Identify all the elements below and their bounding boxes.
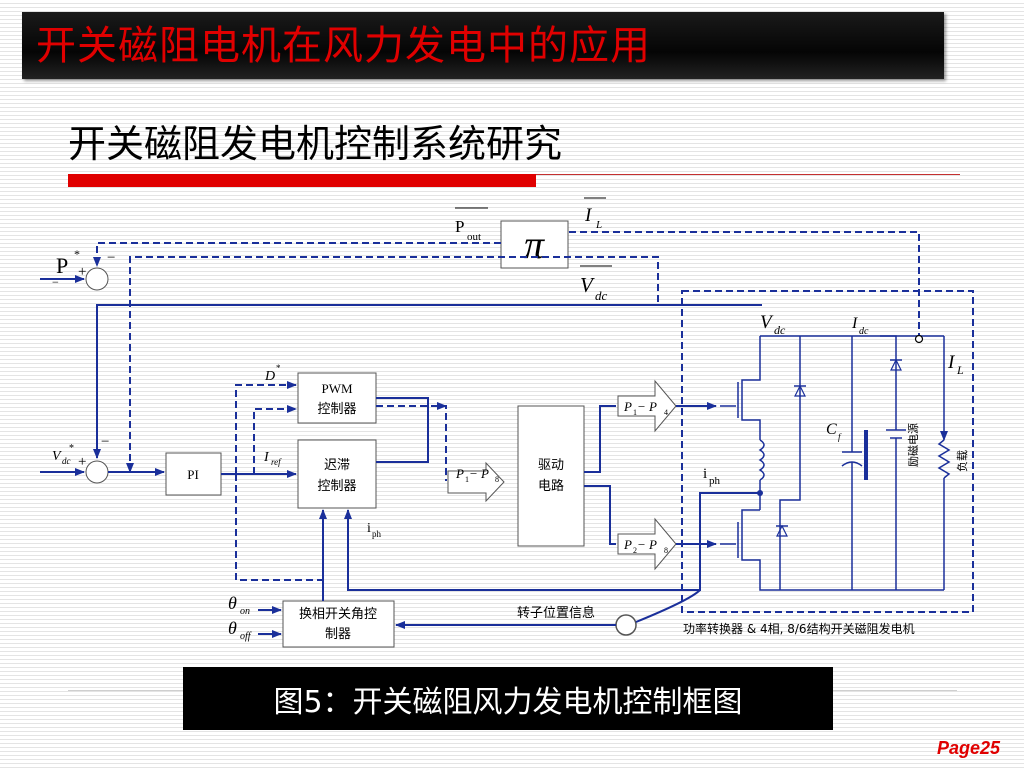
- commutation-controller-label: 制器: [325, 627, 351, 642]
- converter-frame: [681, 290, 974, 613]
- pi-symbol: π: [524, 222, 545, 267]
- d-star-label: D: [264, 369, 275, 384]
- d-star-asterisk: *: [276, 363, 281, 373]
- bottom-rule-right: [833, 690, 957, 691]
- section-heading: 开关磁阻发电机控制系统研究: [68, 122, 563, 166]
- theta-on-subscript: on: [240, 606, 250, 617]
- hysteresis-controller-label: 控制器: [317, 479, 356, 494]
- il-converter-subscript: L: [956, 363, 964, 377]
- p1p4-p: P: [623, 399, 632, 414]
- theta-off-subscript: off: [240, 631, 252, 642]
- vdc-plus-sign: +: [78, 454, 86, 470]
- commutation-label: 换相开关角控: [299, 607, 377, 622]
- p-minus-input: −: [52, 275, 59, 289]
- driver-circuit-label: 电路: [538, 478, 564, 494]
- pwm-controller-label: 控制器: [317, 402, 356, 417]
- p2p8-8: 8: [664, 546, 668, 555]
- thin-underline: [536, 174, 960, 175]
- p-minus-sign: −: [107, 250, 115, 266]
- idc-label: I: [851, 315, 858, 332]
- vdc-minus-sign: −: [101, 434, 109, 450]
- figure-caption: 图5：开关磁阻风力发电机控制框图: [273, 684, 743, 720]
- pwm-controller-block: [297, 372, 377, 424]
- power-summing-junction: [85, 267, 109, 291]
- vdc-star-subscript: dc: [62, 456, 71, 466]
- rotor-position-label: 转子位置信息: [517, 605, 595, 621]
- pwm-label: PWM: [321, 381, 353, 396]
- cf-subscript: f: [838, 432, 842, 442]
- vdc-star-label: V: [52, 449, 62, 464]
- excitation-source-label: 励磁电源: [906, 423, 920, 467]
- iref-subscript: ref: [271, 457, 282, 467]
- p2p8-p: P: [623, 537, 632, 552]
- figure-caption-box: 图5：开关磁阻风力发电机控制框图: [183, 667, 833, 730]
- p2p8-2: 2: [633, 546, 637, 555]
- hysteresis-label: 迟滞: [324, 458, 350, 473]
- vdc-converter-subscript: dc: [774, 323, 786, 337]
- p1p8-dash-p: − P: [469, 466, 489, 481]
- converter-caption: 功率转换器 & 4相, 8/6结构开关磁阻发电机: [683, 621, 915, 636]
- p1-p8-arrow: [447, 461, 505, 503]
- p-plus-sign: +: [78, 264, 86, 280]
- title-bar: [22, 12, 944, 79]
- iref-label: I: [263, 450, 270, 465]
- iph-feedback-label: i: [367, 521, 371, 536]
- vdc-top-label: V: [580, 273, 595, 297]
- il-top-subscript: L: [595, 219, 602, 231]
- bottom-rule-left: [68, 690, 183, 691]
- p2p8-dash-p: − P: [637, 537, 657, 552]
- vdc-converter-label: V: [760, 312, 774, 333]
- red-underline: [68, 174, 536, 187]
- iph-phase-subscript: ph: [709, 475, 721, 487]
- p1p4-1: 1: [633, 408, 637, 417]
- p1p8-8: 8: [495, 475, 499, 484]
- il-converter-label: I: [947, 352, 956, 373]
- iph-phase-label: i: [703, 466, 707, 482]
- power-calc-block: [500, 220, 569, 269]
- p-out-subscript: out: [467, 231, 481, 243]
- vdc-top-subscript: dc: [595, 288, 608, 303]
- p1p4-4: 4: [664, 408, 668, 417]
- driver-label: 驱动: [538, 458, 564, 473]
- p-star-asterisk: *: [74, 247, 80, 261]
- pi-label: PI: [187, 467, 199, 482]
- p1p8-p: P: [455, 466, 464, 481]
- p2-p8-arrow: [617, 517, 677, 571]
- driver-circuit-block: [517, 405, 585, 547]
- load-label: 负载: [955, 450, 969, 472]
- p1-p4-arrow: [617, 379, 677, 433]
- p-out-label: P: [455, 217, 464, 236]
- voltage-summing-junction: [85, 460, 109, 484]
- p1p4-dash-p: − P: [637, 399, 657, 414]
- theta-on-label: θ: [228, 593, 237, 613]
- vdc-star-asterisk: *: [69, 443, 74, 454]
- rotor-position-sensor: [615, 614, 637, 636]
- p1p8-1: 1: [465, 475, 469, 484]
- theta-off-label: θ: [228, 618, 237, 638]
- il-top-label: I: [584, 205, 593, 226]
- idc-subscript: dc: [859, 326, 869, 337]
- p-star-label: P: [56, 253, 68, 278]
- page-number: Page25: [936, 738, 1000, 758]
- commutation-controller-block: [282, 600, 395, 648]
- slide-title: 开关磁阻电机在风力发电中的应用: [36, 23, 651, 69]
- cf-label: C: [826, 421, 837, 438]
- hysteresis-controller-block: [297, 439, 377, 509]
- iph-feedback-subscript: ph: [372, 529, 382, 539]
